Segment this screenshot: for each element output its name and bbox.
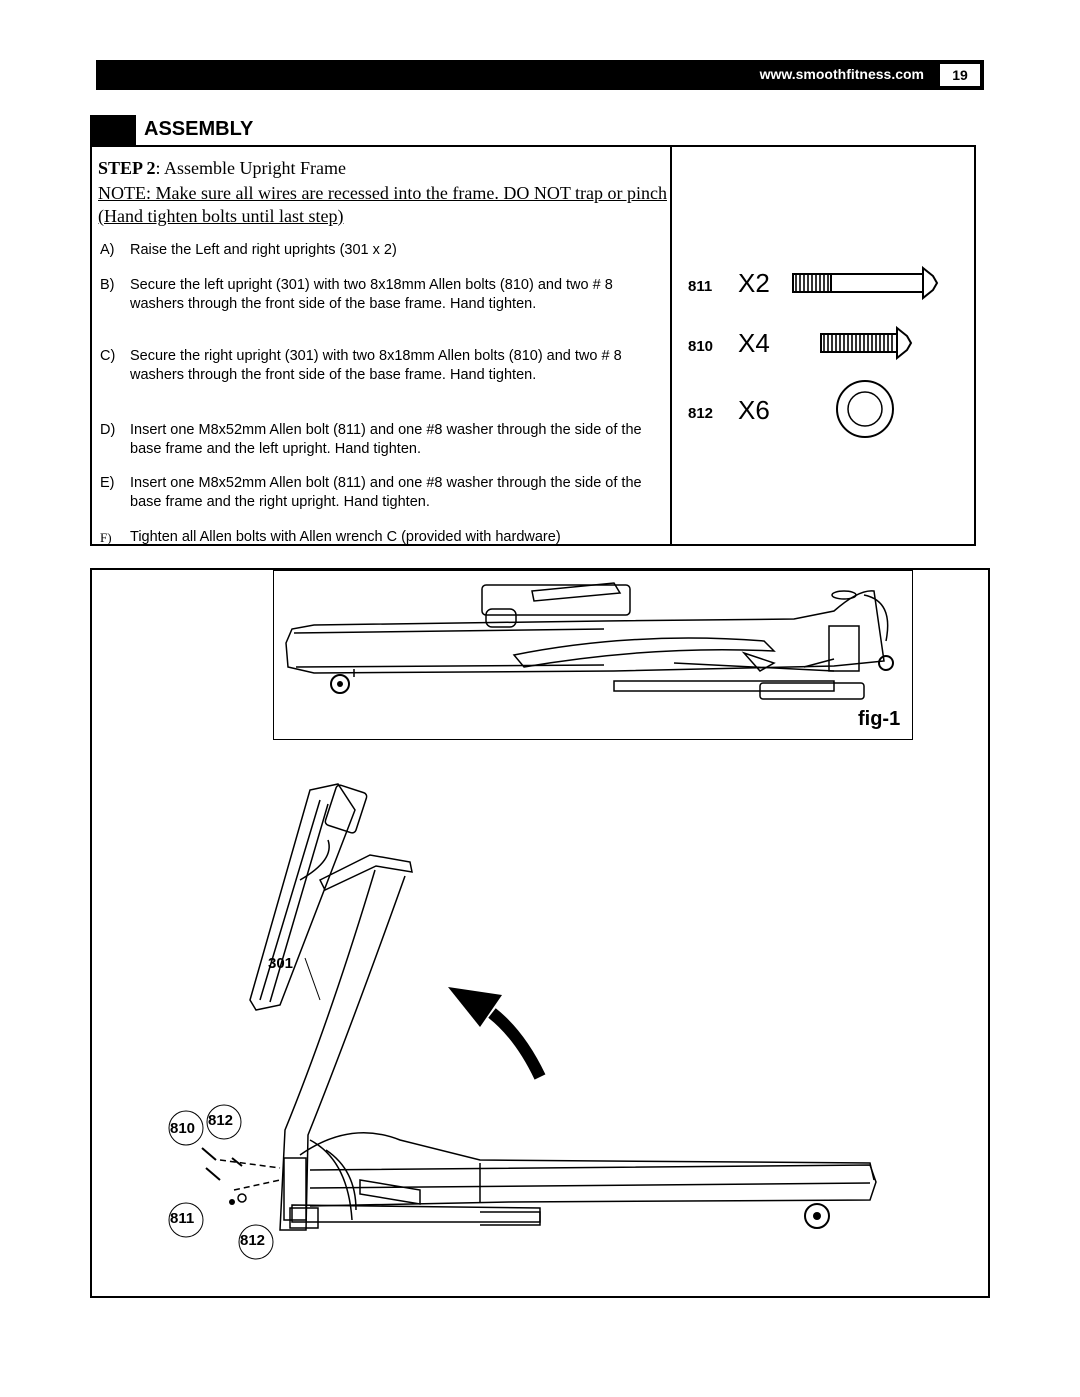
instructions-box <box>90 145 976 546</box>
upright-assembly-drawing <box>201 783 877 1231</box>
instruction-c: C) Secure the right upright (301) with t… <box>100 347 660 385</box>
raise-arrow-icon <box>448 987 546 1080</box>
part-quantity: X2 <box>738 268 770 298</box>
part-number: 810 <box>688 338 714 355</box>
folded-treadmill-drawing <box>285 582 894 700</box>
step-heading: STEP 2: Assemble Upright Frame <box>98 158 346 179</box>
instruction-e: E) Insert one M8x52mm Allen bolt (811) a… <box>100 474 660 512</box>
callout-810: 810 <box>170 1120 196 1137</box>
callout-circle <box>168 1202 204 1238</box>
instruction-text: Raise the Left and right uprights (301 x… <box>130 242 397 258</box>
instruction-letter: E) <box>100 475 115 491</box>
figure-box <box>90 568 990 1298</box>
page-number: 19 <box>939 63 981 87</box>
instruction-text: Tighten all Allen bolts with Allen wrenc… <box>130 529 561 545</box>
note-body: NOTE: Make sure all wires are recessed i… <box>98 183 667 226</box>
instruction-letter: B) <box>100 277 115 293</box>
instruction-text: Secure the left upright (301) with two 8… <box>130 277 613 312</box>
inset-figure <box>273 570 913 740</box>
section-title: ASSEMBLY <box>144 118 254 140</box>
figure-label: fig-1 <box>858 708 901 730</box>
callout-circle <box>206 1104 242 1140</box>
long-bolt-icon <box>792 265 939 301</box>
part-number: 811 <box>688 278 713 295</box>
step-title: : Assemble Upright Frame <box>155 158 347 178</box>
instruction-text: Insert one M8x52mm Allen bolt (811) and … <box>130 475 642 510</box>
callout-812-bottom: 812 <box>240 1232 266 1249</box>
instruction-letter: D) <box>100 422 116 438</box>
instruction-d: D) Insert one M8x52mm Allen bolt (811) a… <box>100 421 660 459</box>
part-number: 812 <box>688 405 714 422</box>
website-url: www.smoothfitness.com <box>759 66 924 82</box>
instruction-b: B) Secure the left upright (301) with tw… <box>100 276 660 314</box>
callout-812-top: 812 <box>208 1112 234 1129</box>
callout-301: 301 <box>268 955 294 972</box>
instruction-text: Secure the right upright (301) with two … <box>130 348 622 383</box>
instruction-letter: F) <box>100 530 112 545</box>
part-quantity: X4 <box>738 328 770 358</box>
instruction-a: A) Raise the Left and right uprights (30… <box>100 241 660 260</box>
header-bar: www.smoothfitness.com 19 <box>96 60 984 90</box>
callout-811: 811 <box>170 1210 195 1227</box>
step-label: STEP 2 <box>98 158 156 178</box>
instruction-letter: A) <box>100 242 115 258</box>
short-bolt-icon <box>820 325 913 361</box>
washer-icon <box>836 380 894 438</box>
section-marker-block <box>90 115 136 145</box>
part-quantity: X6 <box>738 395 770 425</box>
instruction-text: Insert one M8x52mm Allen bolt (811) and … <box>130 422 642 457</box>
callout-circle <box>168 1110 204 1146</box>
instruction-f: F) Tighten all Allen bolts with Allen wr… <box>100 528 660 547</box>
instruction-letter: C) <box>100 348 116 364</box>
callout-circle <box>238 1224 274 1260</box>
note-text: NOTE: Make sure all wires are recessed i… <box>98 182 668 228</box>
box-divider <box>670 147 672 546</box>
